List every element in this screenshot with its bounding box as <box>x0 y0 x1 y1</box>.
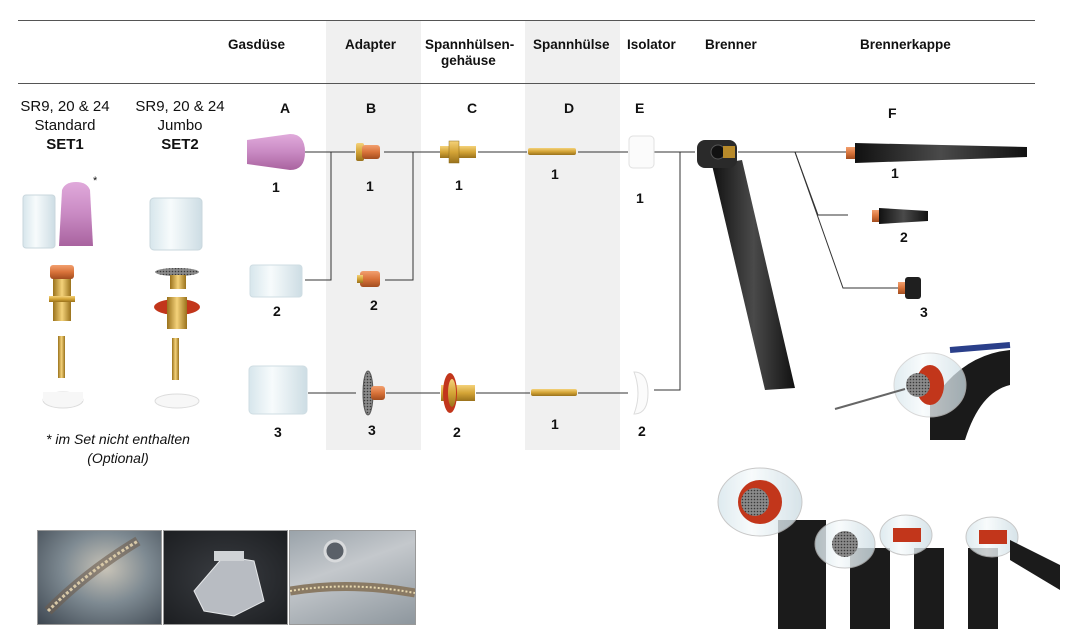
part-b1-adapter <box>356 143 380 161</box>
num-a3: 3 <box>274 424 282 440</box>
letter-e: E <box>635 100 645 116</box>
set2-name: SET2 <box>161 136 199 153</box>
header-brennerkappe: Brennerkappe <box>860 37 951 52</box>
wire-e2-brenner <box>654 152 681 391</box>
wire-b2-c <box>385 152 414 281</box>
weld-bead-1 <box>44 536 141 615</box>
set1-copper-head <box>50 265 74 279</box>
weld-bead-3 <box>290 539 415 598</box>
set2-mesh-screen <box>155 268 199 276</box>
connector-lines <box>305 151 898 394</box>
part-b2-adapter <box>357 271 380 287</box>
header-spannhuelsengehaeuse: Spannhülsen- gehäuse <box>425 37 514 69</box>
num-b3: 3 <box>368 422 376 438</box>
set2-label: SR9, 20 & 24 Jumbo SET2 <box>125 97 235 154</box>
optional-note-line1: * im Set nicht enthalten <box>46 431 190 447</box>
header-brenner: Brenner <box>705 37 757 52</box>
optional-note: * im Set nicht enthalten (Optional) <box>23 430 213 468</box>
num-a1: 1 <box>272 179 280 195</box>
letter-a: A <box>280 100 291 116</box>
header-bottom-rule <box>18 83 1035 84</box>
num-d1: 1 <box>551 166 559 182</box>
letter-b: B <box>366 100 377 116</box>
assembled-torch-closeup <box>834 342 1011 440</box>
set2-brass-body <box>167 297 187 329</box>
set1-collet <box>58 336 65 378</box>
part-e1-insulator <box>628 135 655 169</box>
set1-illustration <box>22 182 93 409</box>
part-f2-medium-cap <box>872 208 928 224</box>
torch-lineup-photo <box>717 467 1060 629</box>
set1-glass-cup <box>22 194 56 249</box>
wire-f-branch3 <box>794 151 898 289</box>
set1-name: SET1 <box>46 136 84 153</box>
set2-insulator <box>154 393 200 409</box>
part-a1-pink-nozzle <box>247 134 305 170</box>
weld-photo-3 <box>289 530 416 625</box>
set1-pink-nozzle <box>59 182 93 246</box>
weld-part-2 <box>193 551 265 617</box>
num-f3: 3 <box>920 304 928 320</box>
letter-f: F <box>888 105 897 121</box>
letter-c: C <box>467 100 478 116</box>
part-a2-glass-cup <box>249 264 303 298</box>
letter-d: D <box>564 100 575 116</box>
part-f3-short-cap <box>898 277 921 299</box>
set2-line1: SR9, 20 & 24 <box>135 98 225 115</box>
num-e2: 2 <box>638 423 646 439</box>
header-isolator: Isolator <box>627 37 676 52</box>
header-spannhuelsengehaeuse-line2: gehäuse <box>441 53 496 68</box>
num-c2: 2 <box>453 424 461 440</box>
header-top-rule <box>18 20 1035 21</box>
part-c1-collet-body <box>440 140 476 164</box>
wire-f-branch2 <box>794 151 848 216</box>
set1-label: SR9, 20 & 24 Standard SET1 <box>10 97 120 154</box>
set2-collet <box>172 338 179 380</box>
part-c2-collet-body <box>441 373 475 413</box>
set2-illustration <box>149 197 203 409</box>
num-f2: 2 <box>900 229 908 245</box>
set1-line1: SR9, 20 & 24 <box>20 98 110 115</box>
part-d1-collet <box>528 148 576 155</box>
optional-note-line2: (Optional) <box>87 450 149 466</box>
num-b2: 2 <box>370 297 378 313</box>
torch-illustration <box>697 140 795 390</box>
num-b1: 1 <box>366 178 374 194</box>
part-b3-adapter <box>362 370 385 416</box>
part-a3-glass-cup <box>248 365 308 415</box>
num-f1: 1 <box>891 165 899 181</box>
set2-line2: Jumbo <box>157 117 203 134</box>
header-gasduese: Gasdüse <box>228 37 286 52</box>
optional-asterisk: * <box>93 175 98 187</box>
part-f1-long-cap <box>846 143 1027 163</box>
spannhuelse-column-shade <box>525 20 620 450</box>
num-e1: 1 <box>636 190 644 206</box>
adapter-column-shade <box>326 20 421 450</box>
part-e2-insulator <box>633 371 649 415</box>
set1-line2: Standard <box>34 117 96 134</box>
num-c1: 1 <box>455 177 463 193</box>
set2-glass-cup <box>149 197 203 251</box>
header-spannhuelsengehaeuse-line1: Spannhülsen- <box>425 37 515 52</box>
weld-photo-2 <box>163 530 288 625</box>
weld-photo-1 <box>37 530 162 625</box>
header-adapter: Adapter <box>345 37 397 52</box>
header-spannhuelse: Spannhülse <box>533 37 610 52</box>
num-d2: 1 <box>551 416 559 432</box>
num-a2: 2 <box>273 303 281 319</box>
set1-brass-ring <box>49 296 75 302</box>
wire-a2-b <box>305 152 332 281</box>
part-d2-collet <box>531 389 577 396</box>
